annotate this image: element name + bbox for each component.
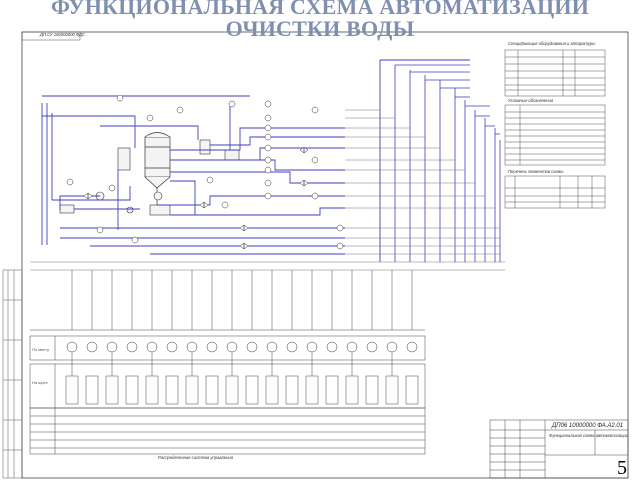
process-area xyxy=(30,59,505,271)
process-pipelines xyxy=(41,59,470,262)
slide-title: ФУНКЦИОНАЛЬНАЯ СХЕМА АВТОМАТИЗАЦИИ ОЧИСТ… xyxy=(0,0,640,40)
spec-title: Спецификация оборудования и аппаратуры xyxy=(508,41,596,46)
top-stamp-box xyxy=(21,31,81,41)
plant-row-label: По месту xyxy=(32,347,50,352)
plant-row-instruments xyxy=(66,341,418,353)
legend-table xyxy=(504,104,606,166)
schema-caption: Распределенная система управления xyxy=(158,455,233,460)
signal-bus-lines xyxy=(394,64,501,262)
legend-title: Условные обозначения xyxy=(508,98,554,103)
valves xyxy=(83,146,309,250)
title-line-2: ОЧИСТКИ ВОДЫ xyxy=(225,16,415,41)
panel-row-blocks xyxy=(65,352,419,405)
title-line-1: ФУНКЦИОНАЛЬНАЯ СХЕМА АВТОМАТИЗАЦИИ xyxy=(50,0,590,19)
page-number: 5 xyxy=(617,457,627,479)
drawing-frame xyxy=(21,31,629,479)
pipes-title: Перечень элементов схемы xyxy=(508,169,564,174)
title-block xyxy=(489,419,629,479)
left-margin-stamp xyxy=(2,269,23,479)
instrument-connection-lines xyxy=(30,109,505,271)
control-system-area xyxy=(29,270,426,455)
process-equipment xyxy=(59,139,240,216)
doc-code: ДП06 10000000 ФА.А2.01 xyxy=(552,423,624,429)
elements-list-table xyxy=(504,175,606,209)
panel-row-label: На щите xyxy=(32,380,48,385)
doc-name: Функциональная схема автоматизации xyxy=(549,433,629,438)
field-instruments xyxy=(66,94,344,250)
stamp-top-label: ДП.СУ 160000000 ФДС xyxy=(40,32,85,37)
specification-table xyxy=(504,49,606,97)
